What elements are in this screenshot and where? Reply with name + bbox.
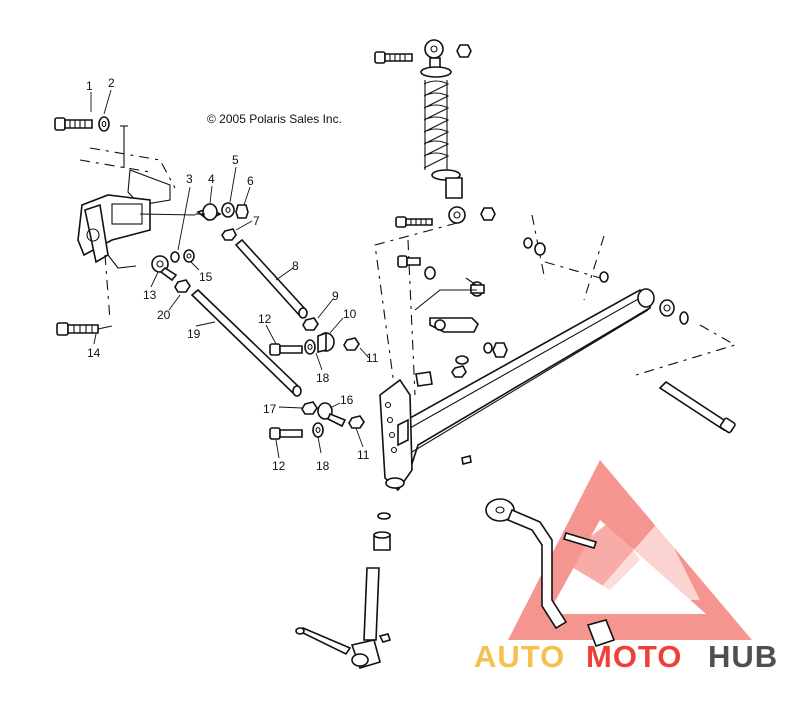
- callout-numbers: 1 2 3 4 5 6 7 8 9 10 11 11 12 12 13 14 1…: [86, 76, 379, 473]
- washer-18-lower: [312, 422, 324, 438]
- long-bolt: [658, 380, 736, 434]
- callout-16: 16: [340, 393, 354, 407]
- steering-arm: [485, 498, 616, 648]
- callout-15: 15: [199, 270, 213, 284]
- washers-right: [523, 237, 609, 283]
- callout-12-upper: 12: [258, 312, 272, 326]
- callout-19: 19: [187, 327, 201, 341]
- bushing-mid: [415, 371, 433, 387]
- callout-11-upper: 11: [366, 351, 379, 365]
- rod-end-13: [151, 255, 178, 282]
- rod-end-4: [195, 203, 222, 221]
- washer-3: [170, 251, 180, 263]
- arm-bushings: [659, 299, 689, 325]
- callout-7: 7: [253, 214, 260, 228]
- nut-17: [301, 401, 318, 415]
- nut-6: [235, 204, 249, 219]
- rod-end-16: [317, 402, 347, 428]
- ball-joint-upper: [465, 277, 485, 297]
- callout-18-upper: 18: [316, 371, 330, 385]
- callout-10: 10: [343, 307, 357, 321]
- bolt-12-upper: [269, 343, 303, 356]
- callout-5: 5: [232, 153, 239, 167]
- callout-18-lower: 18: [316, 459, 330, 473]
- callout-8: 8: [292, 259, 299, 273]
- leader-lines: [90, 89, 370, 459]
- nut-11-lower: [348, 415, 365, 429]
- washers-mid: [451, 342, 508, 378]
- callout-1: 1: [86, 79, 93, 93]
- watermark-logo: [508, 460, 752, 640]
- callout-14: 14: [87, 346, 101, 360]
- rod-end-10: [317, 331, 335, 354]
- bolt-12-lower: [269, 427, 303, 440]
- bolt-mid: [397, 255, 436, 280]
- copyright-text: © 2005 Polaris Sales Inc.: [207, 112, 342, 126]
- bolt-14: [56, 322, 113, 336]
- arm-bracket: [414, 289, 479, 333]
- callout-12-lower: 12: [272, 459, 286, 473]
- watermark-word-hub: HUB: [708, 639, 778, 674]
- callout-9: 9: [332, 289, 339, 303]
- nut-7: [221, 228, 237, 241]
- callout-20: 20: [157, 308, 171, 322]
- callout-2: 2: [108, 76, 115, 90]
- shock-absorber: [374, 39, 496, 228]
- washer-5: [221, 202, 235, 218]
- nut-11-upper: [343, 337, 360, 351]
- frame-bracket: [77, 125, 196, 321]
- watermark-word-auto: AUTO: [474, 639, 565, 674]
- callout-6: 6: [247, 174, 254, 188]
- callout-17: 17: [263, 402, 277, 416]
- callout-11-lower: 11: [357, 448, 370, 462]
- washer-18-upper: [304, 339, 316, 355]
- callout-4: 4: [208, 172, 215, 186]
- callout-13: 13: [143, 288, 157, 302]
- watermark-text: AUTO MOTO HUB: [474, 639, 778, 674]
- tie-rod-19: [190, 288, 302, 397]
- watermark-word-moto: MOTO: [586, 639, 682, 674]
- spindle: [294, 512, 392, 669]
- nut-20: [174, 279, 191, 293]
- callout-3: 3: [186, 172, 193, 186]
- nut-9: [302, 317, 319, 331]
- washer-15: [183, 249, 195, 263]
- tie-rod-8: [234, 238, 308, 319]
- washer-2: [98, 116, 110, 132]
- trailing-arm: [379, 288, 655, 492]
- bolt-1: [54, 117, 93, 131]
